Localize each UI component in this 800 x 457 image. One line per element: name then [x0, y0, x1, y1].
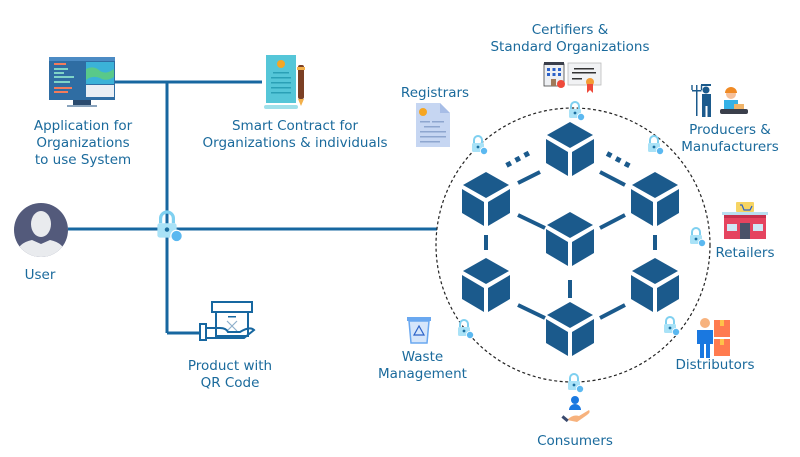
connector-lines [68, 80, 437, 335]
producers-label: Producers & Manufacturers [681, 122, 779, 155]
network-ellipsis-links [505, 150, 631, 169]
distributor-boxes-icon [697, 318, 730, 358]
lock-icon [457, 319, 475, 340]
lock-icon [471, 135, 489, 156]
block-node-lower-right [631, 258, 679, 312]
product-label: Product with QR Code [187, 358, 273, 391]
lock-icon [663, 316, 681, 337]
recycle-bin-icon [407, 317, 431, 344]
user-avatar-icon [14, 203, 68, 257]
lock-icon [689, 227, 707, 248]
certifiers-label: Certifiers & Standard Organizations [490, 22, 650, 55]
user-label: User [24, 267, 56, 283]
secure-lock-icon [155, 210, 184, 244]
network-links [484, 170, 657, 320]
lock-icon [647, 135, 665, 156]
monitor-icon [49, 57, 115, 107]
smart-contract-label: Smart Contract for Organizations & indiv… [202, 118, 388, 151]
retailers-label: Retailers [715, 245, 775, 261]
lock-icon [567, 373, 585, 394]
block-node-top [546, 122, 594, 176]
block-node-bottom [546, 302, 594, 356]
certificate-icon [543, 62, 602, 93]
document-icon [416, 103, 450, 147]
waste-management-label: Waste Management [378, 349, 467, 382]
store-icon [722, 202, 768, 239]
consumers-label: Consumers [537, 433, 613, 449]
lock-icon [568, 101, 586, 122]
block-node-lower-left [462, 258, 510, 312]
contract-scroll-icon [264, 55, 305, 109]
block-node-upper-left [462, 172, 510, 226]
distributors-label: Distributors [675, 357, 755, 373]
consumer-hand-icon [561, 396, 590, 423]
block-node-center [546, 212, 594, 266]
farmer-worker-icon [691, 84, 748, 117]
block-node-upper-right [631, 172, 679, 226]
product-box-hand-icon [199, 301, 256, 341]
application-label: Application for Organizations to use Sys… [33, 118, 133, 168]
registrars-label: Registrars [400, 85, 470, 101]
